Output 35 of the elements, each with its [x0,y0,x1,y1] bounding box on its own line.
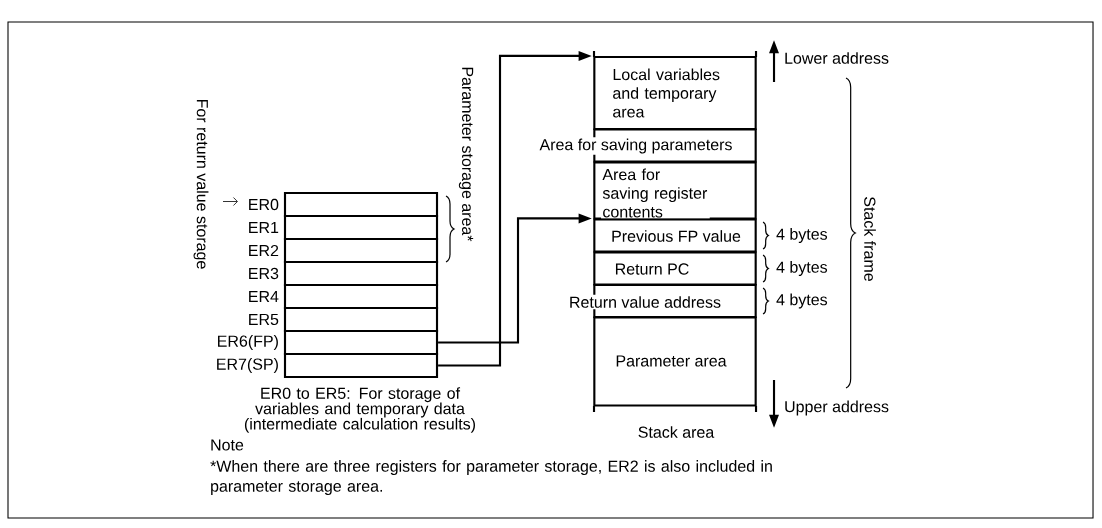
register-cell [283,260,439,287]
size-label: 4 bytes [776,261,828,276]
register-name: ER4 [249,291,279,302]
caption-text: Stack area [638,426,715,438]
stack-cell: Parameter area [593,316,757,407]
register-cell [283,329,439,356]
register-cell [283,352,439,379]
rotated-label: Parameter storage area* [458,67,474,242]
note-text: *When there are three registers for parameter storage, ER2 is also included in parameter storage area. [210,460,772,495]
register-cell [283,214,439,241]
stack-cell: Previous FP value [593,218,757,253]
caption-text: ER0 to ER5: For storage of variables and temporary data (intermediate calculation results) [244,387,475,433]
stack-cell: Return value address [567,283,757,319]
note-heading: Note [211,439,244,451]
axis-label: Lower address [785,52,889,64]
register-cell [283,237,439,264]
rotated-label: Stack frame [864,197,876,281]
axis-label: Upper address [785,400,889,416]
register-cell [283,306,439,333]
stack-cell: Area for saving parameters [538,128,757,163]
stack-cell: Local variables and temporary area [593,55,757,131]
rotated-label: For return value storage [193,99,209,269]
register-name: ER2 [249,244,279,257]
register-name: ER1 [249,222,279,233]
register-name: ER3 [249,267,279,280]
size-label: 4 bytes [776,293,828,309]
register-cell [283,191,439,218]
register-name: ER5 [249,313,279,326]
register-name: ER6(FP) [218,335,278,350]
size-label: 4 bytes [776,228,828,243]
register-name: ER0 [249,198,279,211]
stack-cell: Return PC [593,251,757,286]
register-name: ER7(SP) [217,358,278,373]
register-cell [283,283,439,310]
stack-cell: Area for saving register contents [593,161,757,220]
